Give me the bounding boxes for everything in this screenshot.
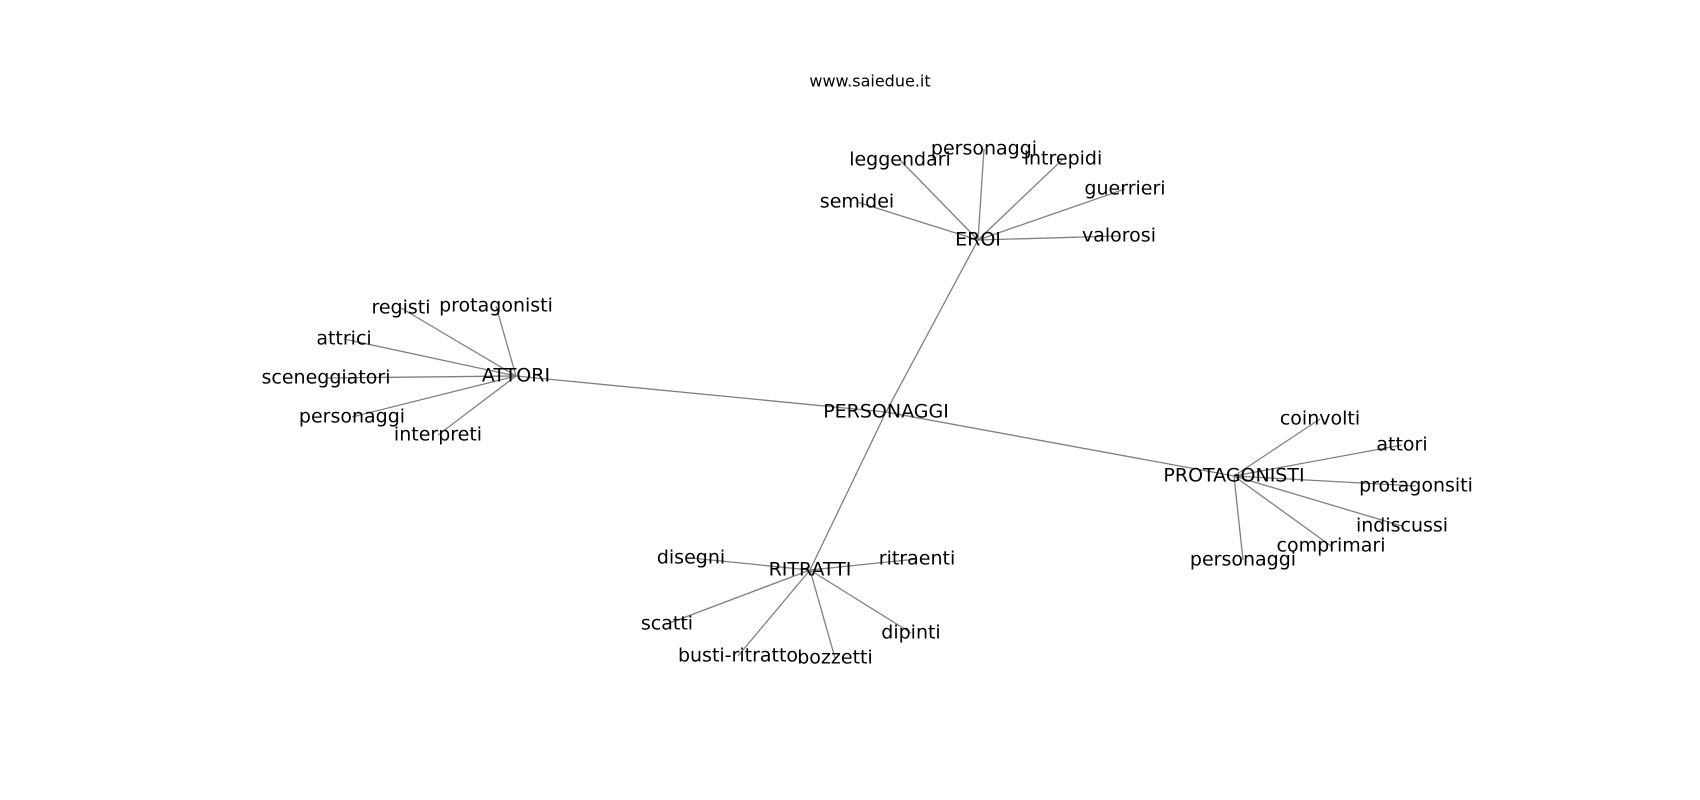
- node-protagonisti: PROTAGONISTI: [1163, 465, 1304, 487]
- node-prot-comprimari: comprimari: [1277, 535, 1386, 557]
- node-rit-busti: busti-ritratto: [678, 645, 798, 667]
- node-eroi-intrepidi: intrepidi: [1024, 148, 1103, 170]
- node-rit-dipinti: dipinti: [881, 622, 940, 644]
- edge-ritratti-rit-dipinti: [809, 569, 912, 634]
- node-prot-attori: attori: [1376, 434, 1427, 456]
- edge-ritratti-rit-bozzetti: [809, 569, 836, 659]
- edge-attori-attori-sceneggiatori: [325, 375, 517, 379]
- edge-protagonisti-prot-indiscussi: [1233, 475, 1403, 527]
- edge-protagonisti-prot-protagonsiti: [1233, 475, 1417, 487]
- edge-eroi-eroi-leggendari: [899, 159, 979, 241]
- node-eroi-semidei: semidei: [820, 191, 894, 213]
- node-eroi-valorosi: valorosi: [1082, 225, 1156, 247]
- edge-eroi-eroi-valorosi: [977, 235, 1120, 241]
- node-attori-attrici: attrici: [316, 328, 371, 350]
- edge-eroi-eroi-semidei: [856, 201, 979, 241]
- node-prot-indiscussi: indiscussi: [1356, 515, 1448, 537]
- edge-protagonisti-prot-attori: [1233, 444, 1403, 477]
- edge-ritratti-rit-disegni: [690, 557, 811, 571]
- node-attori-sceneggiatori: sceneggiatori: [262, 367, 391, 389]
- node-root: PERSONAGGI: [823, 401, 949, 423]
- edge-ritratti-rit-ritraenti: [809, 558, 918, 571]
- node-attori-personaggi: personaggi: [299, 406, 405, 428]
- edge-eroi-eroi-guerrieri: [977, 188, 1126, 241]
- node-attori: ATTORI: [482, 365, 550, 387]
- edge-root-attori: [515, 375, 887, 413]
- edge-root-ritratti: [809, 411, 887, 571]
- node-prot-personaggi: personaggi: [1190, 549, 1296, 571]
- node-ritratti: RITRATTI: [769, 559, 852, 581]
- edge-protagonisti-prot-coinvolti: [1233, 418, 1321, 477]
- edge-protagonisti-prot-personaggi: [1233, 475, 1244, 561]
- node-eroi-guerrieri: guerrieri: [1084, 178, 1165, 200]
- node-attori-protagonisti: protagonisti: [439, 295, 553, 317]
- edge-ritratti-rit-scatti: [666, 569, 811, 625]
- edge-attori-attori-registi: [400, 307, 517, 377]
- edge-ritratti-rit-busti: [737, 569, 811, 657]
- edge-attori-attori-protagonisti: [495, 305, 517, 377]
- node-attori-registi: registi: [371, 297, 430, 319]
- node-rit-disegni: disegni: [657, 547, 725, 569]
- node-rit-scatti: scatti: [641, 613, 693, 635]
- edges-layer: [325, 148, 1417, 659]
- edge-attori-attori-attrici: [343, 338, 517, 377]
- node-prot-coinvolti: coinvolti: [1280, 408, 1360, 430]
- node-rit-bozzetti: bozzetti: [797, 647, 873, 669]
- edge-eroi-eroi-intrepidi: [977, 158, 1064, 241]
- edge-attori-attori-interpreti: [437, 375, 517, 436]
- edge-protagonisti-prot-comprimari: [1233, 475, 1332, 547]
- node-rit-ritraenti: ritraenti: [879, 548, 955, 570]
- node-eroi: EROI: [955, 229, 1001, 251]
- source-watermark: www.saiedue.it: [809, 72, 930, 91]
- node-prot-protagonsiti: protagonsiti: [1359, 475, 1473, 497]
- edge-attori-attori-personaggi: [351, 375, 517, 418]
- labels-layer: PERSONAGGI EROI ATTORI PROTAGONISTI RITRATTI…: [262, 138, 1473, 669]
- edge-root-protagonisti: [885, 411, 1235, 477]
- node-eroi-leggendari: leggendari: [849, 149, 951, 171]
- edge-eroi-eroi-personaggi: [977, 148, 985, 241]
- node-eroi-personaggi: personaggi: [931, 138, 1037, 160]
- edge-root-eroi: [885, 239, 979, 413]
- node-attori-interpreti: interpreti: [394, 424, 482, 446]
